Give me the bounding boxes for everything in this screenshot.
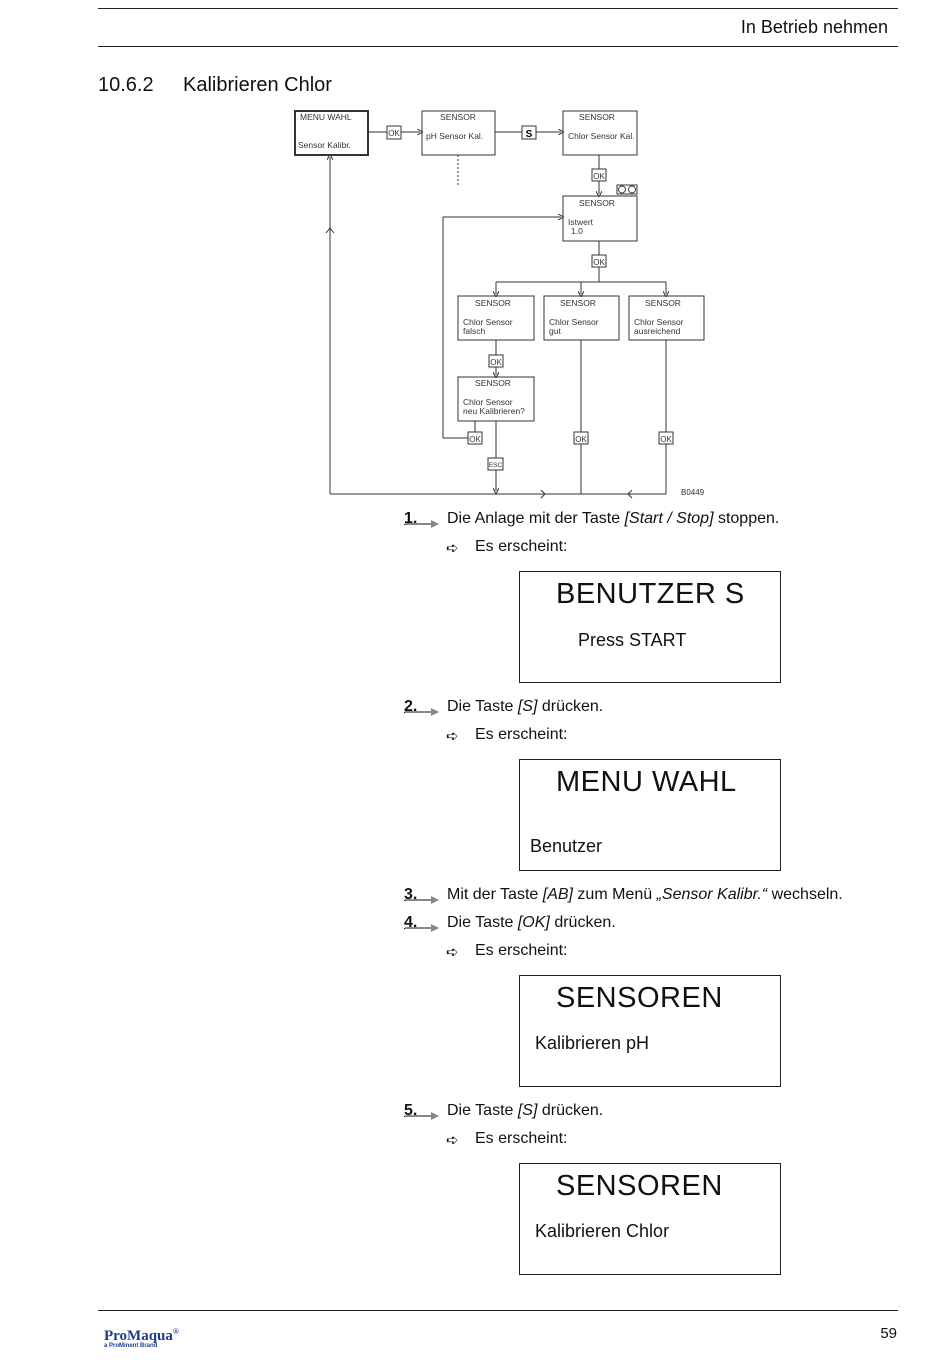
page-number: 59 <box>880 1325 897 1342</box>
svg-text:Sensor Kalibr.: Sensor Kalibr. <box>298 140 351 150</box>
step-arrow-icon <box>405 896 439 904</box>
svg-text:Chlor Sensor: Chlor Sensor <box>549 317 599 327</box>
svg-text:OK: OK <box>388 129 400 138</box>
step-number-4: 4. <box>404 914 418 931</box>
svg-text:OK: OK <box>660 435 672 444</box>
step-number-2: 2. <box>404 698 418 715</box>
svg-text:neu Kalibrieren?: neu Kalibrieren? <box>463 406 525 416</box>
header-top-rule <box>98 8 898 9</box>
svg-text:ESC: ESC <box>489 462 503 469</box>
flow-diagram: S MENU WAHL Sensor Kalibr. SENSOR pH Sen… <box>294 110 705 499</box>
svg-text:Chlor Sensor: Chlor Sensor <box>634 317 684 327</box>
step-number-1: 1. <box>404 510 418 527</box>
step-arrow-icon <box>405 708 439 716</box>
svg-text:gut: gut <box>549 326 561 336</box>
step-arrow-icon <box>405 520 439 528</box>
header-title: In Betrieb nehmen <box>740 17 888 37</box>
svg-text:SENSOR: SENSOR <box>579 198 615 208</box>
header-bottom-rule <box>98 46 898 47</box>
svg-text:SENSOR: SENSOR <box>560 298 596 308</box>
footer-rule <box>98 1310 898 1311</box>
result-arrow-icon: ➪ <box>446 1132 459 1149</box>
result-text-5: Es erscheint: <box>475 1130 568 1147</box>
lcd-display-1: BENUTZER S Press START <box>519 571 781 683</box>
figure-id: B0449 <box>681 488 705 497</box>
step-arrow-icon <box>405 924 439 932</box>
svg-text:1.0: 1.0 <box>571 226 583 236</box>
s-key-label: S <box>526 129 533 140</box>
svg-text:Chlor Sensor: Chlor Sensor <box>463 397 513 407</box>
result-arrow-icon: ➪ <box>446 540 459 557</box>
section-number: 10.6.2 <box>98 74 154 96</box>
result-arrow-icon: ➪ <box>446 944 459 961</box>
lcd-display-2: MENU WAHL Benutzer <box>519 759 781 871</box>
svg-text:SENSOR: SENSOR <box>475 378 511 388</box>
svg-text:OK: OK <box>575 435 587 444</box>
step-text-1: Die Anlage mit der Taste [Start / Stop] … <box>447 510 780 527</box>
step-number-3: 3. <box>404 886 418 903</box>
svg-text:pH Sensor Kal.: pH Sensor Kal. <box>426 131 483 141</box>
section-title: Kalibrieren Chlor <box>183 74 332 96</box>
svg-text:MENU WAHL: MENU WAHL <box>300 112 352 122</box>
step-arrow-icon <box>405 1112 439 1120</box>
svg-text:SENSOR: SENSOR <box>579 112 615 122</box>
svg-text:Chlor Sensor: Chlor Sensor <box>463 317 513 327</box>
step-text-3: Mit der Taste [AB] zum Menü „Sensor Kali… <box>447 886 843 903</box>
svg-text:Istwert: Istwert <box>568 217 594 227</box>
lcd-display-4: SENSOREN Kalibrieren Chlor <box>519 1163 781 1275</box>
svg-text:SENSOR: SENSOR <box>440 112 476 122</box>
lcd-display-3: SENSOREN Kalibrieren pH <box>519 975 781 1087</box>
step-text-2: Die Taste [S] drücken. <box>447 698 604 715</box>
promaqua-logo: ProMaqua® <box>104 1327 179 1344</box>
svg-text:OK: OK <box>593 172 605 181</box>
result-text-2: Es erscheint: <box>475 726 568 743</box>
result-text-1: Es erscheint: <box>475 538 568 555</box>
svg-text:SENSOR: SENSOR <box>475 298 511 308</box>
step-number-5: 5. <box>404 1102 418 1119</box>
step-text-5: Die Taste [S] drücken. <box>447 1102 604 1119</box>
svg-text:falsch: falsch <box>463 326 485 336</box>
result-arrow-icon: ➪ <box>446 728 459 745</box>
result-text-4: Es erscheint: <box>475 942 568 959</box>
svg-text:OK: OK <box>593 258 605 267</box>
svg-text:SENSOR: SENSOR <box>645 298 681 308</box>
svg-text:ausreichend: ausreichend <box>634 326 681 336</box>
svg-text:Chlor Sensor Kal.: Chlor Sensor Kal. <box>568 131 635 141</box>
svg-text:OK: OK <box>469 435 481 444</box>
logo-tagline: a ProMinent Brand <box>104 1343 158 1349</box>
step-text-4: Die Taste [OK] drücken. <box>447 914 616 931</box>
svg-text:OK: OK <box>490 358 502 367</box>
